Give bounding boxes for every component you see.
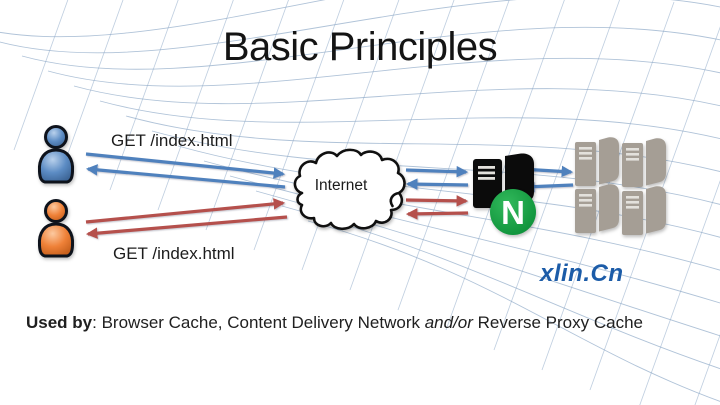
response-arrow-top bbox=[85, 164, 286, 189]
watermark: xlin.Cn bbox=[540, 260, 624, 287]
origin-server-icon bbox=[575, 137, 619, 186]
footer-emphasis: and/or bbox=[424, 313, 473, 332]
nginx-badge-icon: N bbox=[490, 189, 536, 235]
origin-server-icon bbox=[622, 186, 666, 235]
request-arrow-top bbox=[85, 152, 286, 179]
request-arrow-bottom bbox=[85, 198, 286, 224]
origin-server-cluster-icon bbox=[575, 137, 666, 235]
origin-server-icon bbox=[622, 138, 666, 187]
footer-middle: : Browser Cache, Content Delivery Networ… bbox=[92, 313, 425, 332]
request-label-top: GET /index.html bbox=[111, 131, 233, 150]
slide-title: Basic Principles bbox=[222, 25, 498, 69]
internet-label: Internet bbox=[314, 177, 368, 194]
proxy-to-cloud-arrow-blue bbox=[405, 178, 469, 190]
footer-tail: Reverse Proxy Cache bbox=[472, 313, 643, 332]
cloud-to-proxy-arrow-blue bbox=[405, 165, 469, 178]
footer-note: Used by: Browser Cache, Content Delivery… bbox=[26, 313, 686, 333]
client-user-blue-icon bbox=[37, 125, 75, 184]
client-user-orange-icon bbox=[37, 199, 75, 258]
internet-cloud-icon bbox=[293, 148, 406, 231]
proxy-to-cloud-arrow-red bbox=[405, 208, 469, 220]
response-arrow-bottom bbox=[85, 215, 288, 239]
footer-lead: Used by bbox=[26, 313, 93, 332]
cloud-to-proxy-arrow-red bbox=[405, 195, 469, 207]
nginx-badge-letter: N bbox=[501, 194, 525, 231]
request-label-bottom: GET /index.html bbox=[113, 244, 235, 263]
origin-server-icon bbox=[575, 184, 619, 233]
